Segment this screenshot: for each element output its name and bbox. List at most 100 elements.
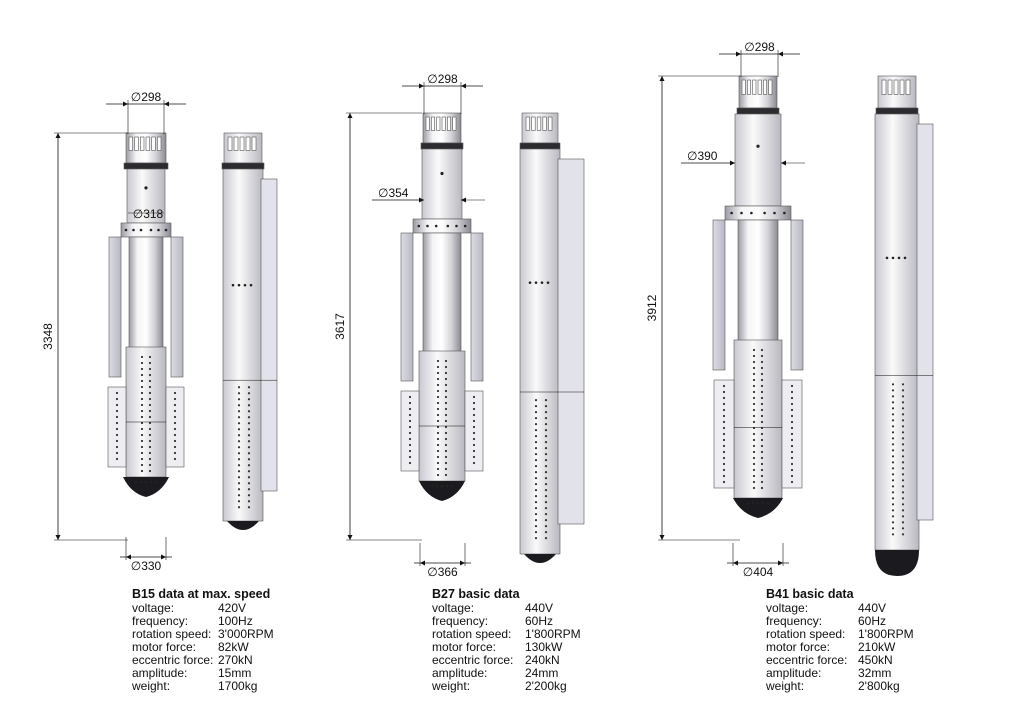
cooling-fin [134, 136, 139, 151]
spec-key: motor force: [432, 640, 497, 654]
bolt [444, 449, 448, 453]
bolt [752, 366, 756, 370]
side-plate-right [464, 390, 484, 472]
cooling-fin [151, 136, 156, 151]
bolt-hole [435, 484, 439, 488]
bolt [247, 464, 251, 467]
bolt [901, 449, 905, 452]
bolt [408, 401, 412, 405]
bolt [140, 445, 144, 449]
bolt [790, 462, 794, 466]
spec-value: 210kW [858, 640, 896, 654]
side-rail [260, 178, 278, 492]
side-plate-left [107, 386, 127, 468]
bolt-hole [751, 501, 755, 505]
bolt [752, 474, 756, 478]
bolt [534, 465, 538, 468]
spec-key: rotation speed: [432, 627, 512, 641]
bolt [444, 407, 448, 411]
bolt [140, 355, 144, 359]
bolt-hole [434, 224, 438, 228]
bolt [534, 405, 538, 408]
bolt [752, 348, 756, 352]
bolt [891, 497, 895, 500]
bolt-hole [440, 484, 444, 488]
bolt [722, 438, 726, 442]
bolt-hole [157, 228, 160, 232]
bolt [760, 348, 764, 352]
bolt [790, 450, 794, 454]
bolt [901, 383, 905, 386]
bolt [752, 468, 756, 472]
bolt [752, 360, 756, 364]
bolt [534, 441, 538, 444]
bolt [140, 391, 144, 395]
bolt [140, 385, 144, 389]
bolt [173, 391, 177, 395]
bolt [247, 488, 251, 491]
bolt [247, 422, 251, 425]
cooling-fin [227, 136, 233, 151]
bolt [408, 419, 412, 423]
diameter-label: ∅298 [744, 40, 775, 54]
spec-title: B41 basic data [766, 587, 854, 601]
tip-dome [875, 550, 919, 576]
spec-value: 1'800RPM [858, 627, 914, 641]
bolt [247, 428, 251, 431]
flange [724, 205, 792, 221]
spec-key: voltage: [766, 601, 809, 615]
diameter-label: ∅354 [378, 186, 409, 200]
bolt [752, 372, 756, 376]
bolt [140, 439, 144, 443]
dimension-arrowhead [419, 83, 424, 89]
bolt-hole [546, 281, 550, 284]
bolt [444, 467, 448, 471]
bolt [760, 390, 764, 394]
bolt [544, 495, 548, 498]
bolt [140, 361, 144, 365]
clamp-band [221, 162, 265, 170]
bolt [760, 378, 764, 382]
bolt [544, 507, 548, 510]
bolt [534, 519, 538, 522]
bolt [444, 443, 448, 447]
bolt [436, 467, 440, 471]
bolt [247, 404, 251, 407]
dimension-arrowhead [778, 560, 783, 566]
bolt [444, 437, 448, 441]
spec-key: rotation speed: [132, 627, 212, 641]
bolt [115, 439, 119, 443]
spec-value: 440V [525, 601, 554, 615]
side-body [222, 168, 264, 522]
bolt [544, 435, 548, 438]
bolt [140, 451, 144, 455]
bolt-hole [426, 224, 429, 228]
cooling-fin [768, 79, 773, 95]
bolt [760, 372, 764, 376]
bolt-hole [417, 224, 421, 228]
bolt [790, 390, 794, 394]
bolt [436, 419, 440, 423]
bolt [534, 501, 538, 504]
bolt [901, 437, 905, 440]
bolt [444, 395, 448, 399]
bolt [722, 480, 726, 484]
bolt [140, 415, 144, 419]
dimension-arrowhead [460, 560, 465, 566]
cooling-fin [145, 136, 150, 151]
bolt [752, 486, 756, 490]
bolt-hole [750, 211, 753, 215]
bolt [760, 354, 764, 358]
flange [412, 218, 472, 234]
dimension-arrowhead [736, 51, 741, 57]
bolt [901, 521, 905, 524]
side-wing-left [712, 219, 726, 371]
bolt [115, 457, 119, 461]
bolt [472, 413, 476, 417]
cooling-fin [140, 136, 145, 151]
bolt-hole [455, 224, 458, 228]
bolt [790, 438, 794, 442]
bolt [237, 404, 241, 407]
cooling-fin [239, 136, 245, 151]
